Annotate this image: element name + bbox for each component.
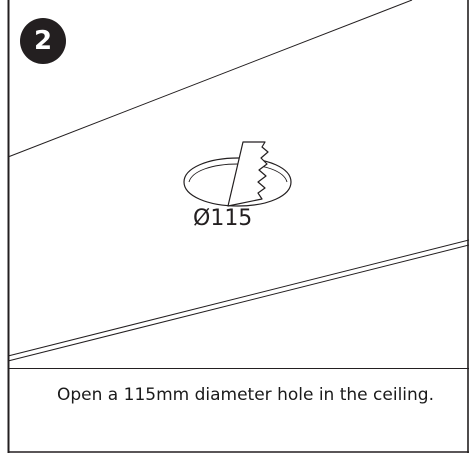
instruction-text: Open a 115mm diameter hole in the ceilin… bbox=[57, 385, 434, 405]
saw-blade-icon bbox=[227, 141, 269, 207]
ceiling-front-edge-upper bbox=[7, 239, 469, 357]
hole-diameter-label: Ø115 bbox=[193, 206, 253, 231]
ceiling-hole-icon bbox=[183, 141, 292, 207]
step-number-badge: 2 bbox=[20, 18, 66, 64]
ceiling-front-edge-lower bbox=[7, 244, 469, 362]
ceiling-back-edge bbox=[7, 0, 413, 158]
